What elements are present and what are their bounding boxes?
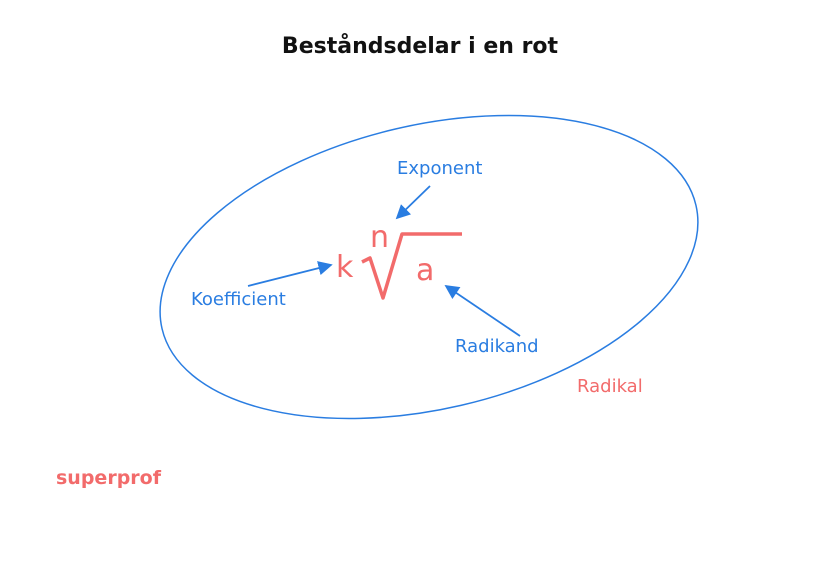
index-symbol: n <box>370 220 389 255</box>
koefficient-arrow <box>247 261 333 287</box>
coefficient-symbol: k <box>336 250 354 285</box>
radikand-label: Radikand <box>455 336 539 357</box>
page-title: Beståndsdelar i en rot <box>281 34 559 59</box>
radikand-arrow <box>444 284 521 337</box>
exponent-label: Exponent <box>397 158 482 179</box>
superprof-logo: superprof <box>56 467 161 489</box>
radical-sign <box>361 232 462 300</box>
koefficient-label: Koefficient <box>191 289 286 310</box>
radikal-label: Radikal <box>577 376 643 397</box>
exponent-arrow <box>395 185 431 220</box>
radical-ellipse <box>159 114 699 420</box>
radicand-symbol: a <box>416 253 434 288</box>
